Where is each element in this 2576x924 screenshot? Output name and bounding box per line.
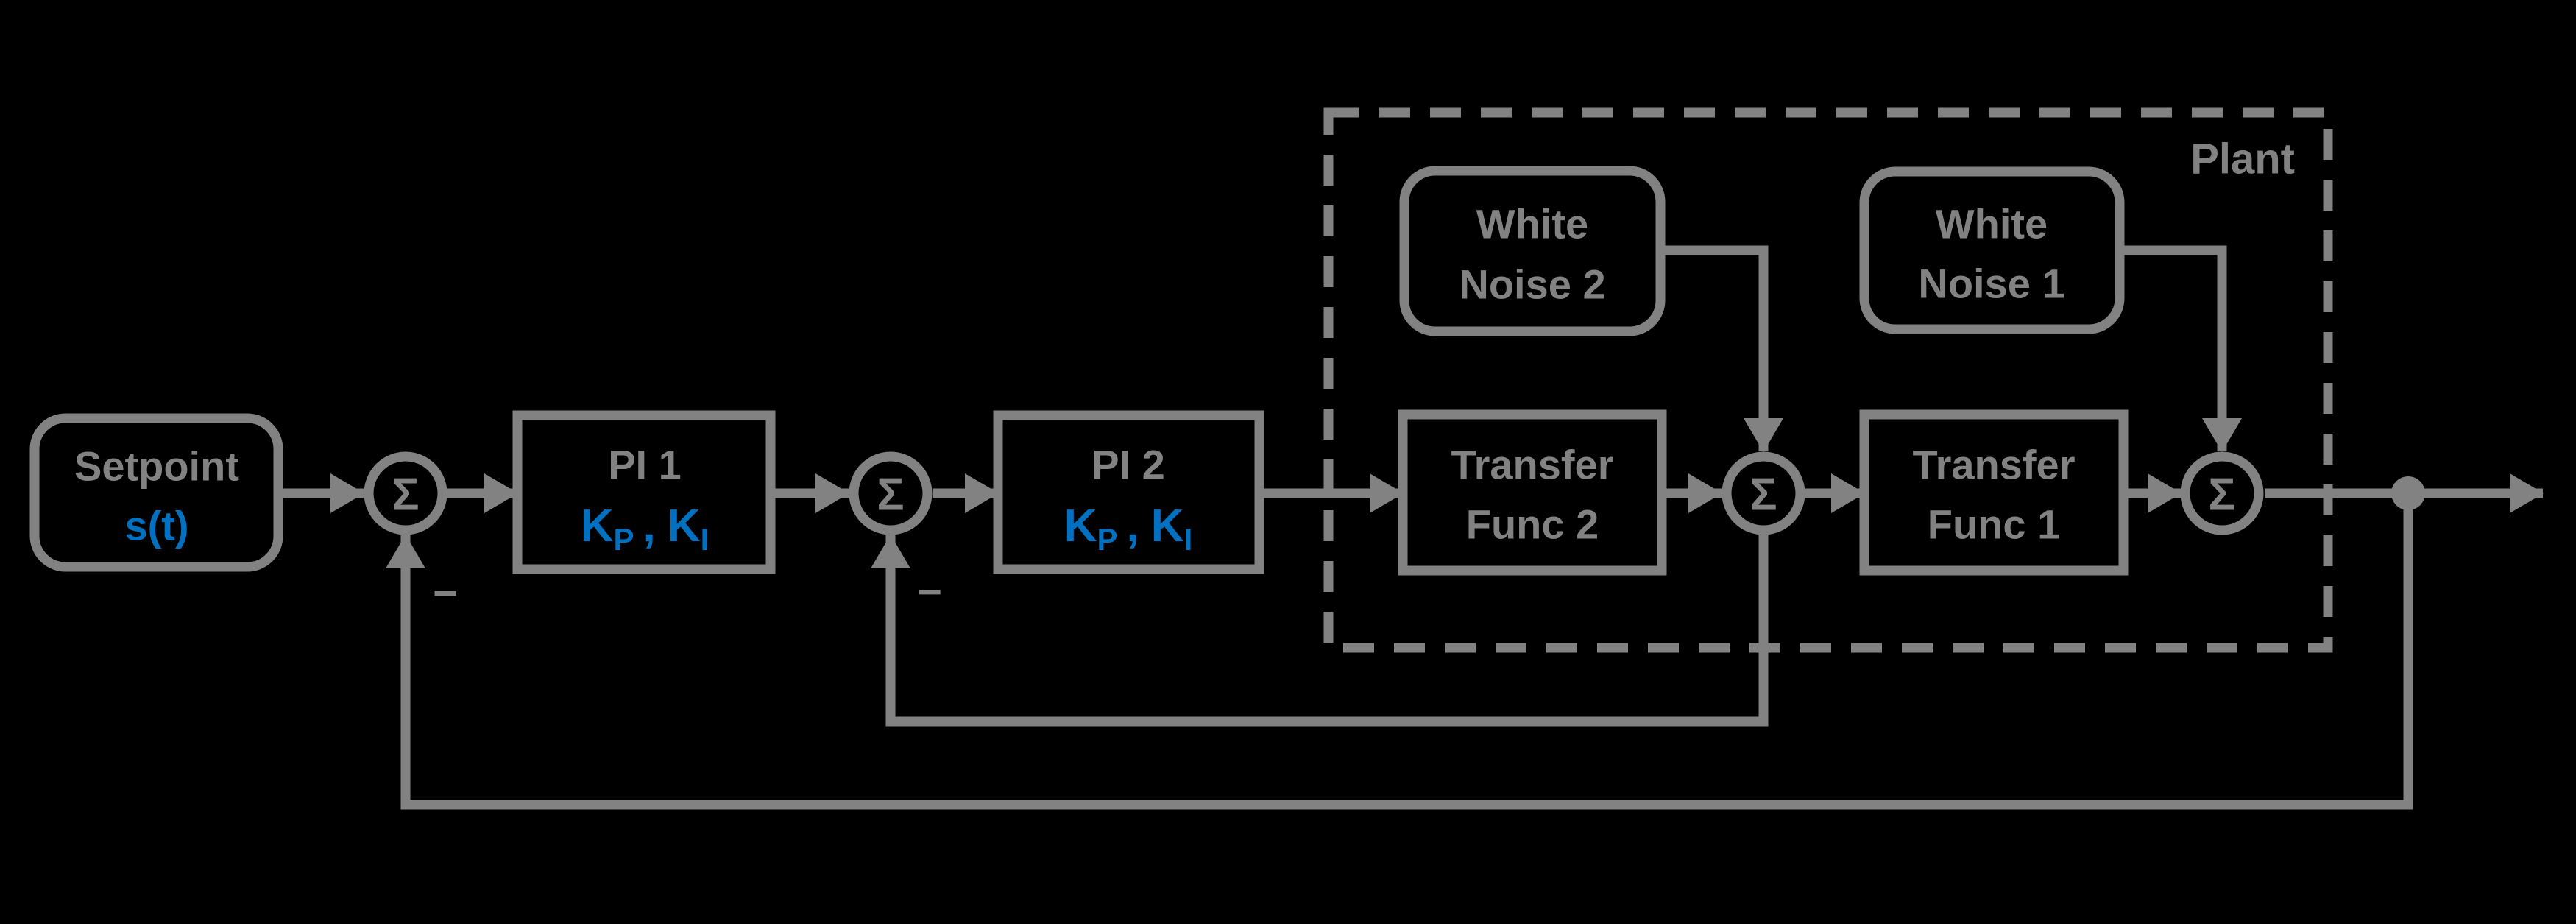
pi2-separator: ,	[1127, 501, 1139, 551]
pi1-kp-sub: P	[614, 522, 634, 557]
setpoint-block	[29, 413, 283, 572]
sum4-junction	[2180, 451, 2264, 535]
pi1-kp-base: K	[581, 501, 614, 551]
pi2-kp-base: K	[1064, 501, 1097, 551]
wire-inner-feedback	[871, 534, 1769, 727]
pi2-block	[993, 410, 1264, 574]
output-tap-node	[2391, 476, 2425, 510]
sum2-junction	[849, 451, 933, 535]
transfer-func-1-block	[1859, 409, 2129, 576]
pi2-kp-sub: P	[1097, 522, 1118, 557]
sum1-minus-sign: −	[433, 570, 458, 618]
white-noise-1-line1: White	[1936, 201, 2048, 247]
pi2-gains: KP,KI	[1064, 501, 1192, 557]
transfer-func-1-line2: Func 1	[1928, 501, 2060, 548]
pi1-ki-base: K	[668, 501, 701, 551]
white-noise-1-line2: Noise 1	[1918, 261, 2064, 307]
plant-boundary-box	[1323, 107, 2333, 653]
sum2-sigma-symbol: Σ	[877, 470, 904, 521]
pi2-title: PI 2	[1091, 442, 1165, 488]
sum4-sigma-symbol: Σ	[2208, 470, 2235, 521]
sum1-sigma-symbol: Σ	[392, 470, 419, 521]
pi2-ki-sub: I	[1184, 522, 1193, 557]
setpoint-title: Setpoint	[74, 443, 239, 490]
transfer-func-1-line1: Transfer	[1913, 442, 2076, 488]
pi1-gains: KP,KI	[581, 501, 709, 557]
sum3-sigma-symbol: Σ	[1749, 470, 1777, 521]
pi1-block	[512, 410, 776, 574]
pi2-ki-base: K	[1151, 501, 1184, 551]
white-noise-2-line1: White	[1476, 201, 1588, 247]
wire-white-noise-1-to-sum4	[2120, 245, 2242, 452]
transfer-func-2-block	[1398, 409, 1667, 576]
sum3-junction	[1722, 451, 1805, 535]
transfer-func-2-line1: Transfer	[1451, 442, 1614, 488]
pi1-title: PI 1	[608, 442, 682, 488]
plant-label: Plant	[2190, 135, 2295, 183]
pi1-separator: ,	[643, 501, 656, 551]
white-noise-1-block	[1859, 166, 2125, 334]
wire-white-noise-2-to-sum3	[1660, 245, 1783, 452]
wire-outer-feedback	[386, 493, 2413, 810]
sum1-junction	[364, 451, 447, 535]
transfer-func-2-line2: Func 2	[1466, 501, 1599, 548]
white-noise-2-block	[1399, 166, 1666, 336]
setpoint-signal: s(t)	[124, 503, 188, 549]
white-noise-2-line2: Noise 2	[1459, 261, 1605, 308]
pi1-ki-sub: I	[701, 522, 710, 557]
sum2-minus-sign: −	[917, 568, 942, 616]
